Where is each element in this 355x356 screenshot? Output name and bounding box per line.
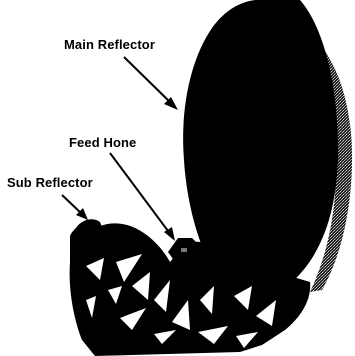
sub-reflector-label: Sub Reflector bbox=[7, 175, 93, 190]
main-reflector-label: Main Reflector bbox=[64, 37, 155, 52]
feed-horn-label: Feed Hone bbox=[69, 135, 136, 150]
sub-reflector-arrow-shaft bbox=[62, 195, 82, 214]
feed-horn-arrow-shaft bbox=[110, 153, 171, 235]
main-reflector-arrow-shaft bbox=[124, 57, 172, 104]
feed-horn-highlight bbox=[181, 248, 187, 252]
